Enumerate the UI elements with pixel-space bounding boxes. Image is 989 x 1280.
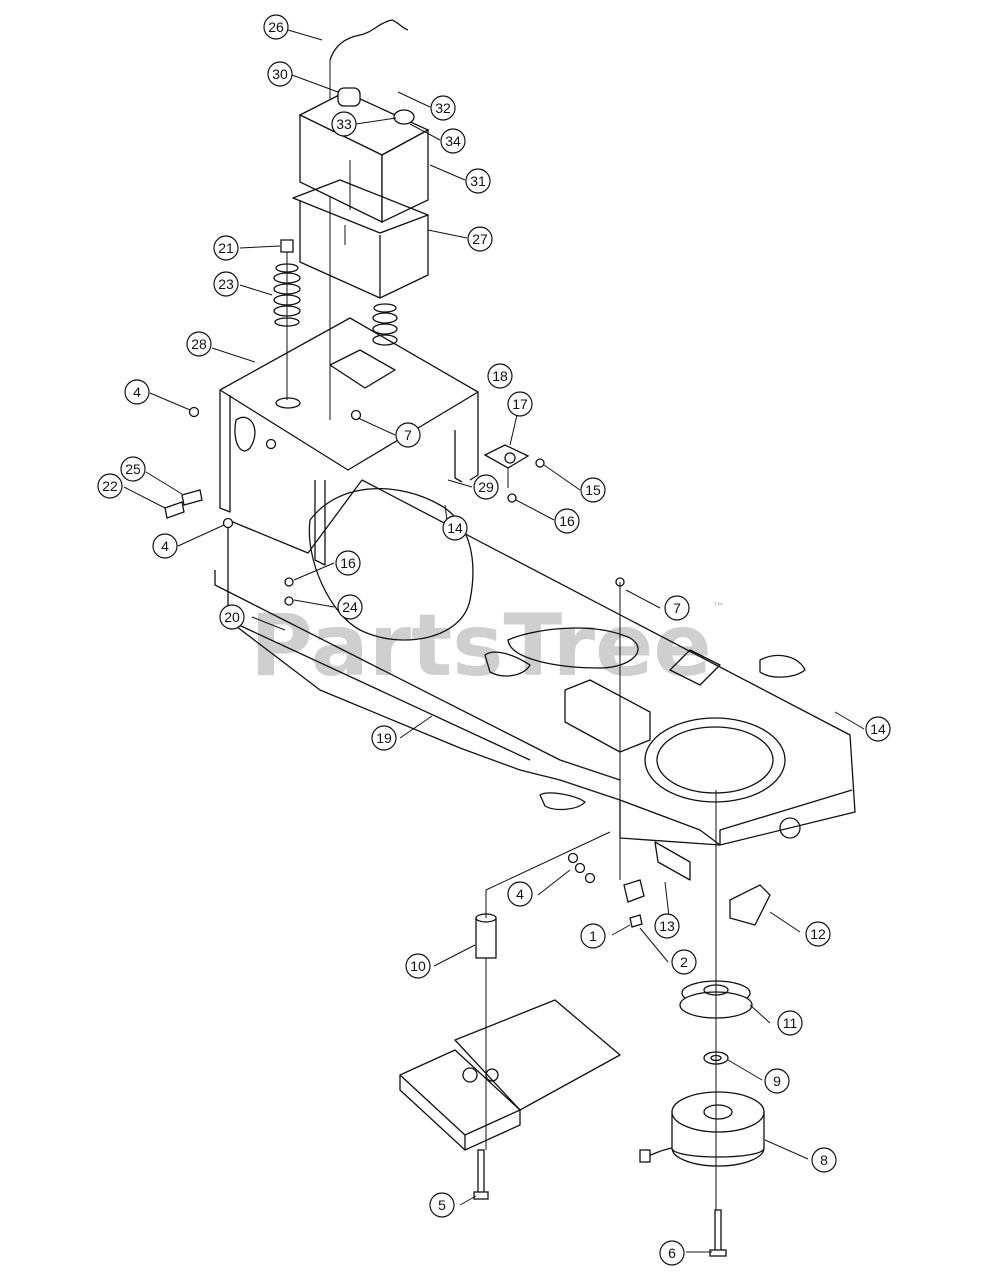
- svg-text:30: 30: [272, 66, 288, 82]
- callout-10: 10: [405, 953, 431, 979]
- svg-text:2: 2: [680, 954, 688, 970]
- part-26-cable: [329, 19, 409, 61]
- callout-23: 23: [213, 271, 239, 297]
- part-28-battery-bracket: [219, 317, 479, 566]
- svg-text:4: 4: [161, 538, 169, 554]
- svg-text:14: 14: [870, 721, 886, 737]
- callout-11: 11: [777, 1010, 803, 1036]
- callout-16b: 16: [335, 550, 361, 576]
- svg-text:27: 27: [472, 231, 488, 247]
- callout-7a: 7: [395, 422, 421, 448]
- callout-4c: 4: [507, 881, 533, 907]
- svg-text:18: 18: [492, 368, 508, 384]
- callout-18: 18: [487, 363, 513, 389]
- callout-7b: 7: [664, 595, 690, 621]
- callout-5: 5: [429, 1192, 455, 1218]
- callout-27: 27: [467, 226, 493, 252]
- callout-16a: 16: [554, 508, 580, 534]
- callout-31: 31: [465, 168, 491, 194]
- callout-13: 13: [654, 913, 680, 939]
- svg-text:17: 17: [512, 396, 528, 412]
- svg-text:15: 15: [585, 482, 601, 498]
- leader-lines: [123, 29, 865, 1253]
- callout-4b: 4: [152, 533, 178, 559]
- svg-text:32: 32: [435, 100, 451, 116]
- svg-text:28: 28: [191, 336, 207, 352]
- watermark-trademark: ™: [712, 601, 725, 616]
- svg-text:31: 31: [470, 173, 486, 189]
- svg-text:4: 4: [133, 384, 141, 400]
- svg-text:9: 9: [773, 1073, 781, 1089]
- svg-text:34: 34: [445, 133, 461, 149]
- callout-28: 28: [186, 331, 212, 357]
- svg-text:10: 10: [410, 958, 426, 974]
- callout-1: 1: [580, 923, 606, 949]
- svg-text:14: 14: [447, 520, 463, 536]
- part-31-battery: [298, 87, 430, 224]
- part-10-spacer: [475, 913, 497, 959]
- part-21-bolt: [280, 239, 294, 253]
- part-23-spring-right: [372, 303, 398, 346]
- part-5-bolt: [473, 1149, 489, 1200]
- callout-30: 30: [267, 61, 293, 87]
- callout-4a: 4: [124, 379, 150, 405]
- callout-33: 33: [331, 111, 357, 137]
- svg-text:12: 12: [810, 926, 826, 942]
- svg-text:7: 7: [673, 600, 681, 616]
- svg-text:16: 16: [559, 513, 575, 529]
- svg-text:20: 20: [224, 609, 240, 625]
- watermark-text: PartsTree: [250, 596, 712, 696]
- svg-text:23: 23: [218, 276, 234, 292]
- callout-25: 25: [120, 456, 146, 482]
- hardware-nuts: [164, 406, 625, 884]
- battery-terminal-34: [393, 109, 415, 125]
- svg-text:6: 6: [668, 1245, 676, 1261]
- callout-8: 8: [811, 1147, 837, 1173]
- part-8-clutch: [639, 1091, 765, 1167]
- callout-2: 2: [671, 949, 697, 975]
- svg-text:7: 7: [404, 427, 412, 443]
- callout-12: 12: [805, 921, 831, 947]
- svg-text:11: 11: [783, 1015, 798, 1031]
- svg-text:29: 29: [478, 479, 494, 495]
- callout-29: 29: [473, 474, 499, 500]
- svg-text:26: 26: [268, 19, 284, 35]
- callout-34: 34: [440, 128, 466, 154]
- callout-32: 32: [430, 95, 456, 121]
- part-12-bracket: [729, 884, 771, 926]
- part-6-bolt: [709, 1209, 727, 1257]
- callout-26: 26: [263, 14, 289, 40]
- callout-15: 15: [580, 477, 606, 503]
- svg-text:4: 4: [516, 886, 524, 902]
- part-1-switch: [623, 879, 645, 903]
- callout-9: 9: [764, 1068, 790, 1094]
- callout-19: 19: [371, 725, 397, 751]
- svg-text:33: 33: [336, 116, 352, 132]
- part-2-screw: [629, 914, 643, 928]
- svg-text:25: 25: [125, 461, 141, 477]
- callout-14a: 14: [442, 515, 468, 541]
- battery-terminal-30: [337, 87, 361, 107]
- svg-text:8: 8: [820, 1152, 828, 1168]
- part-lower-bracket: [399, 999, 621, 1151]
- part-17-ignition: [483, 444, 530, 488]
- svg-text:16: 16: [340, 555, 356, 571]
- part-13-bracket: [654, 841, 691, 881]
- svg-text:21: 21: [218, 240, 234, 256]
- svg-text:22: 22: [102, 478, 118, 494]
- svg-text:1: 1: [589, 928, 597, 944]
- part-27-battery-tray: [292, 179, 429, 299]
- callout-6: 6: [659, 1240, 685, 1266]
- callout-14b: 14: [865, 716, 891, 742]
- svg-text:19: 19: [376, 730, 392, 746]
- svg-text:13: 13: [659, 918, 675, 934]
- svg-text:24: 24: [342, 599, 358, 615]
- callout-20: 20: [219, 604, 245, 630]
- callout-24: 24: [337, 594, 363, 620]
- svg-text:5: 5: [438, 1197, 446, 1213]
- callout-22: 22: [97, 473, 123, 499]
- callout-17: 17: [507, 391, 533, 417]
- callout-21: 21: [213, 235, 239, 261]
